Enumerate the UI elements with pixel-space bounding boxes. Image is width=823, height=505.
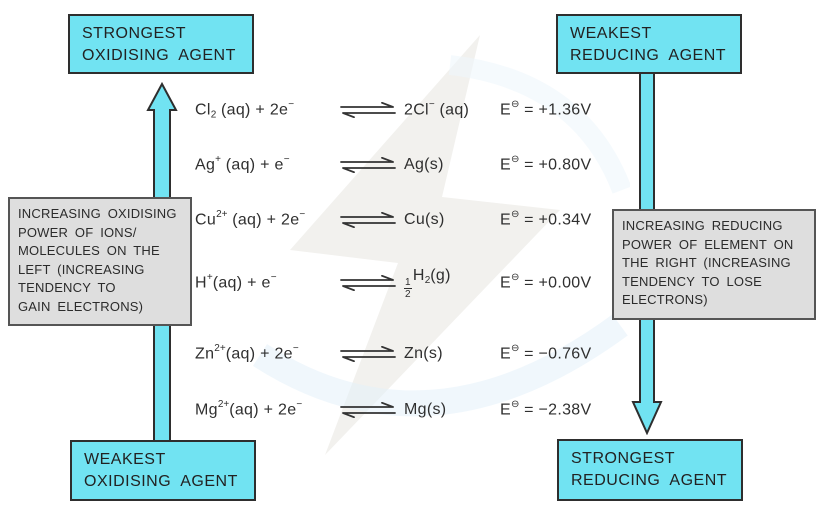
note-line: LEFT (INCREASING bbox=[18, 261, 145, 277]
note-line: INCREASING OXIDISING bbox=[18, 206, 177, 221]
reaction-row-silver: Ag+ (aq) + e− Ag(s) E⊖ = +0.80V bbox=[195, 146, 635, 184]
box-label-line: WEAKEST bbox=[570, 25, 652, 42]
rhs-expression: 2Cl− (aq) bbox=[404, 99, 470, 119]
box-label-line: REDUCING AGENT bbox=[571, 472, 728, 489]
reaction-row-zinc: Zn2+(aq) + 2e− Zn(s) E⊖ = −0.76V bbox=[195, 335, 635, 373]
box-label-line: OXIDISING AGENT bbox=[84, 473, 238, 490]
lhs-expression: Mg2+(aq) + 2e− bbox=[195, 399, 303, 419]
note-line: POWER OF ELEMENT ON bbox=[622, 236, 794, 252]
box-weakest-oxidising-agent: WEAKEST OXIDISING AGENT bbox=[70, 440, 256, 501]
reaction-row-copper: Cu2+ (aq) + 2e− Cu(s) E⊖ = +0.34V bbox=[195, 201, 635, 239]
note-increasing-reducing-power: INCREASING REDUCING POWER OF ELEMENT ON … bbox=[612, 209, 816, 320]
equilibrium-arrow-icon bbox=[332, 102, 404, 118]
box-strongest-oxidising-agent: STRONGEST OXIDISING AGENT bbox=[68, 14, 254, 74]
box-label-line: OXIDISING AGENT bbox=[82, 47, 236, 64]
electrode-potential: E⊖ = +0.00V bbox=[500, 272, 592, 292]
rhs-expression: Zn(s) bbox=[404, 345, 443, 362]
electrode-potential: E⊖ = −2.38V bbox=[500, 399, 592, 419]
note-line: ELECTRONS) bbox=[622, 292, 708, 307]
rhs-expression: Cu(s) bbox=[404, 211, 445, 228]
note-line: GAIN ELECTRONS) bbox=[18, 298, 144, 314]
equilibrium-arrow-icon bbox=[332, 212, 404, 228]
lhs-expression: H+(aq) + e− bbox=[195, 272, 277, 292]
box-label-line: REDUCING AGENT bbox=[570, 47, 727, 64]
box-label-line: WEAKEST bbox=[84, 451, 166, 468]
note-line: MOLECULES ON THE bbox=[18, 243, 160, 258]
equilibrium-arrow-icon bbox=[332, 346, 404, 362]
electrode-potential: E⊖ = +0.34V bbox=[500, 209, 592, 229]
box-strongest-reducing-agent: STRONGEST REDUCING AGENT bbox=[557, 439, 743, 501]
electrode-potential: E⊖ = −0.76V bbox=[500, 343, 592, 363]
lhs-expression: Zn2+(aq) + 2e− bbox=[195, 343, 299, 363]
note-line: INCREASING REDUCING bbox=[622, 218, 783, 233]
note-line: TENDENCY TO bbox=[18, 280, 116, 295]
lhs-expression: Ag+ (aq) + e− bbox=[195, 154, 290, 174]
reaction-row-magnesium: Mg2+(aq) + 2e− Mg(s) E⊖ = −2.38V bbox=[195, 391, 635, 429]
equilibrium-arrow-icon bbox=[332, 402, 404, 418]
lhs-expression: Cu2+ (aq) + 2e− bbox=[195, 209, 306, 229]
rhs-expression: Mg(s) bbox=[404, 401, 447, 418]
box-label-line: STRONGEST bbox=[82, 25, 187, 42]
note-line: THE RIGHT (INCREASING bbox=[622, 255, 791, 270]
electrode-potential: E⊖ = +0.80V bbox=[500, 154, 592, 174]
lhs-expression: Cl2 (aq) + 2e− bbox=[195, 98, 295, 121]
watermark-lightning-icon bbox=[252, 35, 630, 455]
equilibrium-arrow-icon bbox=[332, 157, 404, 173]
electrode-potential: E⊖ = +1.36V bbox=[500, 99, 592, 119]
note-increasing-oxidising-power: INCREASING OXIDISING POWER OF IONS/ MOLE… bbox=[8, 197, 192, 326]
note-line: POWER OF IONS/ bbox=[18, 224, 137, 240]
reaction-row-chlorine: Cl2 (aq) + 2e− 2Cl− (aq) E⊖ = +1.36V bbox=[195, 91, 635, 129]
note-line: TENDENCY TO LOSE bbox=[622, 273, 762, 289]
rhs-expression: Ag(s) bbox=[404, 156, 444, 173]
equilibrium-arrow-icon bbox=[332, 275, 404, 291]
box-label-line: STRONGEST bbox=[571, 450, 676, 467]
box-weakest-reducing-agent: WEAKEST REDUCING AGENT bbox=[556, 14, 742, 74]
